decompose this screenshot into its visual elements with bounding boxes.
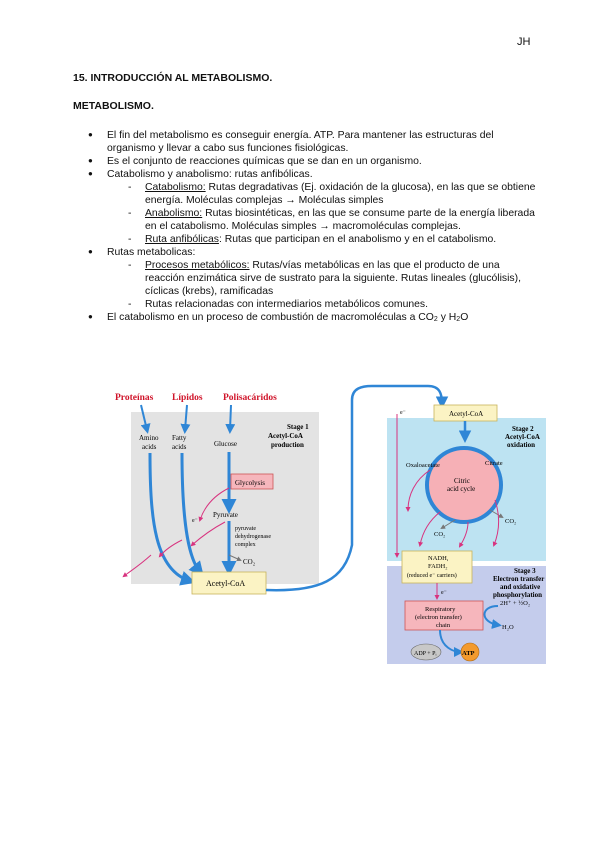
acetylcoa-stage1: Acetyl-CoA [206,579,245,588]
protons-oxygen: 2H⁺ + ½O₂ [500,600,530,607]
electron-cycle-2 [418,511,441,547]
adp-label: ADP + Pᵢ [414,651,437,657]
header-initials: JH [517,36,531,48]
electron-glycolysis [198,487,230,522]
electron-amino [122,554,152,578]
connector-stage1-to-stage2 [265,384,449,592]
text-amphibolic: : Rutas que participan en el anabolismo … [218,234,497,245]
water-label: H₂O [502,624,514,631]
label-proteins: Proteínas [115,393,154,403]
co2-stage2-right: CO₂ [505,518,516,525]
bullet-metabolic-routes: Rutas metabolicas: [70,245,540,259]
stage2-title-3: oxidation [507,441,535,449]
atp-label: ATP [462,650,475,657]
arrow-chain-to-atp [439,629,464,657]
arrow-polysaccharides [225,404,236,434]
text-processes: Rutas/vías metabólicas en las que el pro… [145,260,521,297]
sub-amphibolic: Ruta anfibólicas: Rutas que participan e… [70,233,540,246]
electron-label-stage2: e⁻ [400,410,406,416]
fatty-acids-1: Fatty [172,434,187,442]
term-amphibolic: Ruta anfibólicas [145,234,219,245]
bullet-definition: Es el conjunto de reacciones químicas qu… [70,154,540,168]
stage2-title-2: Acetyl-CoA [505,433,540,441]
glucose-label: Glucose [214,440,237,448]
stage2-title-1: Stage 2 [512,425,534,433]
nadh-label-1: NADH, [428,555,449,562]
stage3-title-3: and oxidative [500,583,540,591]
electron-fatty [158,539,183,558]
stage3-title-4: phosphorylation [493,591,542,599]
electron-label-stage3: e⁻ [441,590,447,596]
electron-cycle-1 [405,469,431,512]
stage3-title-2: Electron transfer [493,575,544,583]
cycle-label-1: Citric [454,477,470,485]
arrow-co2-stage1 [228,554,242,562]
bullet-routes: Catabolismo y anabolismo: rutas anfibóli… [70,167,540,181]
chain-label-2: (electron transfer) [415,614,462,621]
electron-label-stage1: e⁻ [192,518,198,524]
nadh-box [401,550,473,584]
sub-catabolism: Catabolismo: Rutas degradativas (Ej. oxi… [70,181,540,207]
text-anabolism: Rutas biosintéticas, en las que se consu… [145,208,535,232]
arrow-fatty-to-acetylcoa [180,452,204,577]
glycolysis-box [230,473,274,490]
term-processes: Procesos metabólicos: [145,260,250,271]
acetylcoa-stage2: Acetyl-CoA [449,410,483,418]
electron-cycle-4 [492,499,500,547]
text-catabolism: Rutas degradativas (Ej. oxidación de la … [145,182,536,206]
pdh-1: pyruvate [235,526,256,532]
label-polysaccharides: Polisacáridos [223,393,277,403]
amino-acids-1: Amino [139,434,159,442]
sub-intermediaries: Rutas relacionadas con intermediarios me… [70,298,540,311]
arrow-oxygen-to-water [483,605,502,629]
nadh-label-2: FADH₂ [428,563,447,570]
bullet-combustion: El catabolismo en un proceso de combusti… [70,310,540,326]
pyruvate-label: Pyruvate [213,511,238,519]
page-title: 15. INTRODUCCIÓN AL METABOLISMO. [73,72,273,84]
co2-stage2-left: CO₂ [434,531,445,538]
label-lipids: Lípidos [172,393,203,403]
atp-node [460,642,480,662]
citrate-label: Citrate [485,460,503,467]
term-anabolism: Anabolismo: [145,208,203,219]
term-catabolism: Catabolismo: [145,182,206,193]
electron-cycle-3 [458,521,469,548]
co2-stage1: CO₂ [243,558,256,566]
stage3-title-1: Stage 3 [514,567,536,575]
chain-label-3: chain [436,622,451,629]
fatty-acids-2: acids [172,443,187,451]
arrow-amino-to-acetylcoa [148,452,196,586]
pdh-2: dehydrogenase [235,534,271,540]
electron-pyruvate [190,521,226,547]
sub-processes: Procesos metabólicos: Rutas/vías metaból… [70,259,540,298]
oxaloacetate-label: Oxaloacetate [406,462,440,469]
glycolysis-label: Glycolysis [235,479,265,487]
pdh-3: complex [235,542,256,548]
chain-label-1: Respiratory [425,606,456,613]
section-title: METABOLISMO. [73,100,154,112]
arrow-co2-left [440,519,456,530]
bullet-goal: El fin del metabolismo es conseguir ener… [70,128,540,155]
arrow-co2-right [489,509,504,519]
respiratory-chain-box [404,600,484,631]
stage1-title-2: Acetyl-CoA [268,432,303,440]
acetylcoa-box-stage1 [191,571,267,595]
stage1-title-1: Stage 1 [287,423,309,431]
arrow-proteins [140,404,151,434]
stage1-title-3: production [271,441,304,449]
amino-acids-2: acids [142,443,157,451]
bullet-list: El fin del metabolismo es conseguir ener… [70,128,540,326]
arrow-lipids [180,404,191,434]
sub-anabolism: Anabolismo: Rutas biosintéticas, en las … [70,207,540,233]
cycle-label-2: acid cycle [447,485,475,493]
citric-acid-cycle [425,446,503,524]
nadh-label-3: (reduced e⁻ carriers) [407,572,457,579]
adp-node [410,643,442,661]
